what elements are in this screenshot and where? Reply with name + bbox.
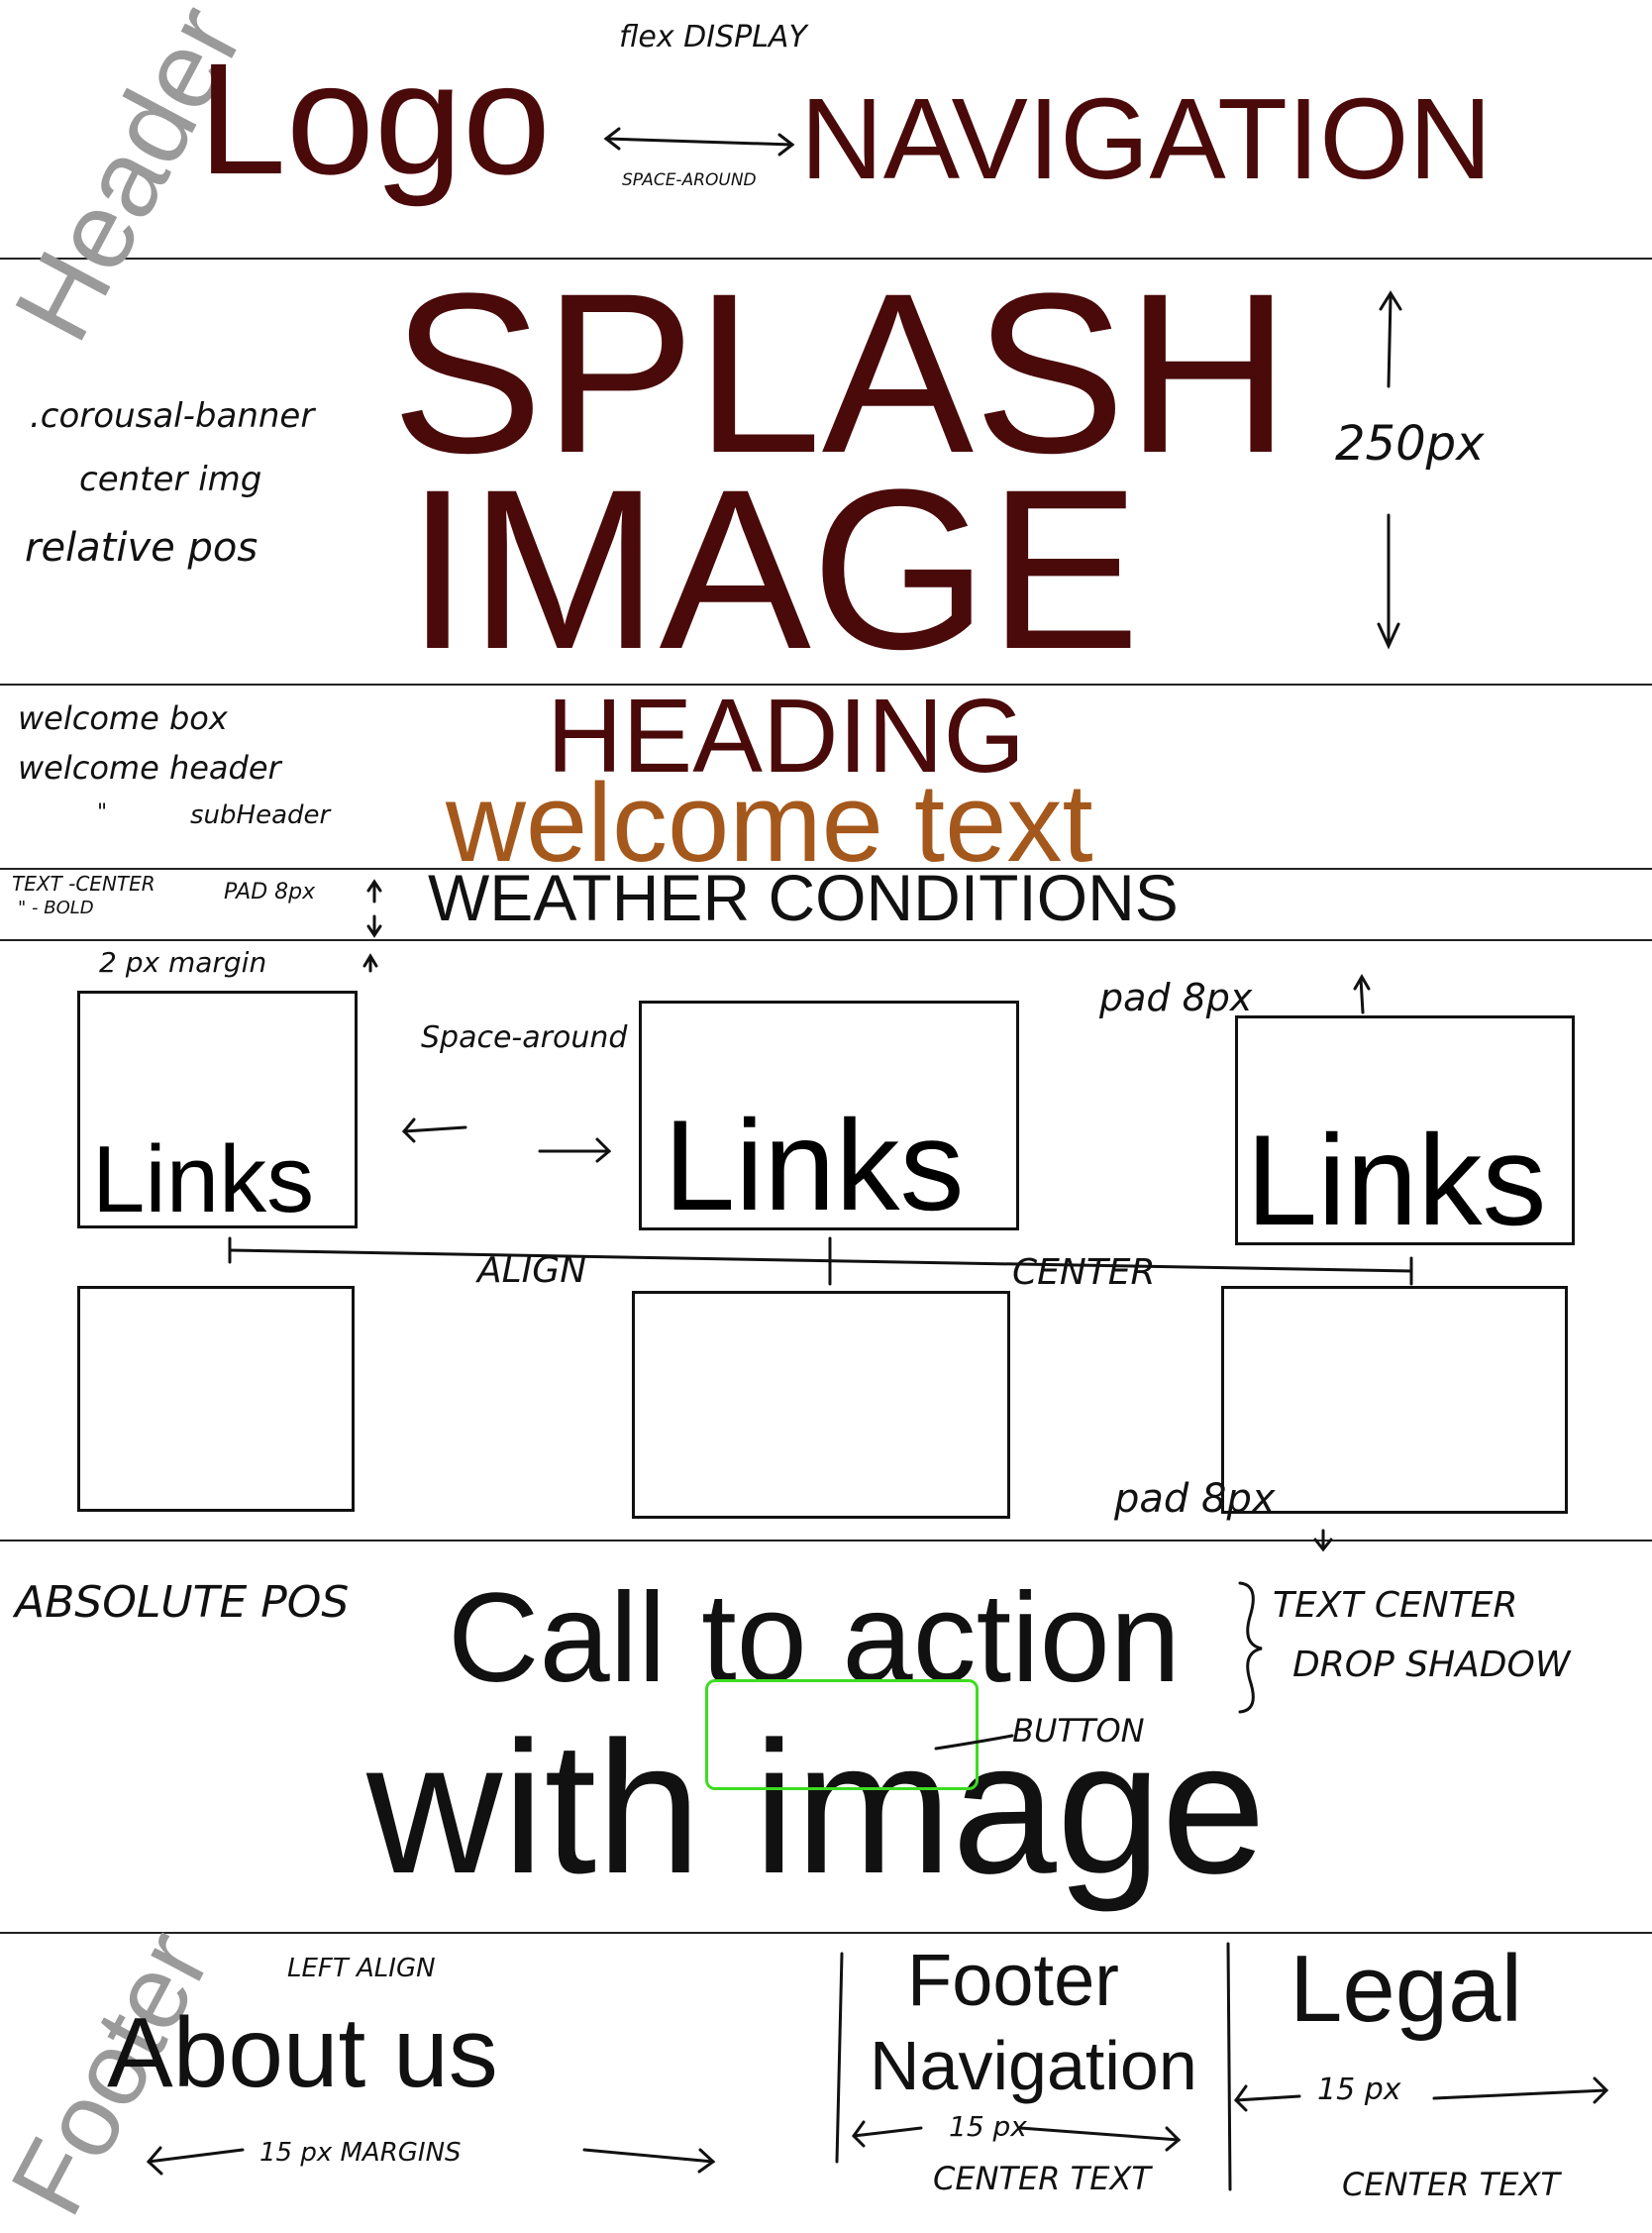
center-note: CENTER [1012,1252,1156,1293]
ditto-note: " [97,800,108,825]
margin-note: 2 px margin [99,946,267,979]
footer-nav-center-note: CENTER TEXT [933,2160,1151,2197]
cta-button[interactable] [705,1679,979,1790]
legal-center-note: CENTER TEXT [1342,2166,1560,2203]
footer-nav-line-1[interactable]: Footer [907,1939,1119,2021]
space-around-note: SPACE-AROUND [622,170,757,190]
subheader-note: subHeader [190,800,331,830]
link-box-3[interactable]: Links [1235,1015,1575,1245]
content-box-4[interactable] [77,1286,355,1512]
divider-weather-bottom [0,939,1652,941]
pad-bottom-note: pad 8px [1114,1476,1276,1522]
content-box-5[interactable] [632,1291,1010,1519]
splash-line-1: SPLASH [391,246,1291,500]
divider-splash-bottom [0,684,1652,686]
center-img-note: center img [79,460,262,499]
link-box-1[interactable]: Links [77,991,358,1228]
legal[interactable]: Legal [1290,1936,1522,2042]
welcome-box-note: welcome box [18,699,228,737]
text-center-note: TEXT -CENTER [12,872,155,896]
bold-note: " - BOLD [18,898,94,918]
drop-shadow-note: DROP SHADOW [1292,1645,1571,1685]
pad-8px-note: PAD 8px [224,880,316,904]
flex-display-note: flex DISPLAY [619,20,807,54]
link-label-3[interactable]: Links [1246,1108,1547,1245]
footer-nav-line-2[interactable]: Navigation [870,2027,1197,2104]
welcome-heading: HEADING [547,678,1025,795]
pad-top-note: pad 8px [1099,976,1253,1019]
left-align-note: LEFT ALIGN [287,1954,436,1983]
divider-cta-bottom [0,1932,1652,1934]
height-note: 250px [1335,416,1485,472]
navigation[interactable]: NAVIGATION [800,74,1493,203]
about-us[interactable]: About us [107,1997,498,2108]
carousel-note: .corousal-banner [30,396,315,436]
footer-nav-px-note: 15 px [949,2110,1027,2143]
divider-welcome-bottom [0,868,1652,870]
cta-line-2: with image [366,1703,1267,1913]
welcome-header-note: welcome header [18,749,281,787]
link-box-2[interactable]: Links [639,1001,1019,1230]
absolute-pos-note: ABSOLUTE POS [15,1577,350,1628]
button-note: BUTTON [1012,1712,1145,1750]
about-margins-note: 15 px MARGINS [259,2138,462,2168]
welcome-text: welcome text [446,761,1093,885]
content-box-6[interactable] [1221,1286,1568,1514]
link-label-1[interactable]: Links [92,1126,315,1228]
legal-px-note: 15 px [1317,2073,1401,2107]
divider-links-bottom [0,1540,1652,1542]
divider-header-bottom [0,258,1652,260]
text-center-cta-note: TEXT CENTER [1273,1585,1518,1626]
logo[interactable]: Logo [198,30,551,207]
relative-pos-note: relative pos [25,525,258,571]
link-label-2[interactable]: Links [664,1093,965,1230]
space-around-links-note: Space-around [421,1020,628,1055]
weather-conditions: WEATHER CONDITIONS [428,861,1179,934]
splash-line-2: IMAGE [406,442,1141,696]
